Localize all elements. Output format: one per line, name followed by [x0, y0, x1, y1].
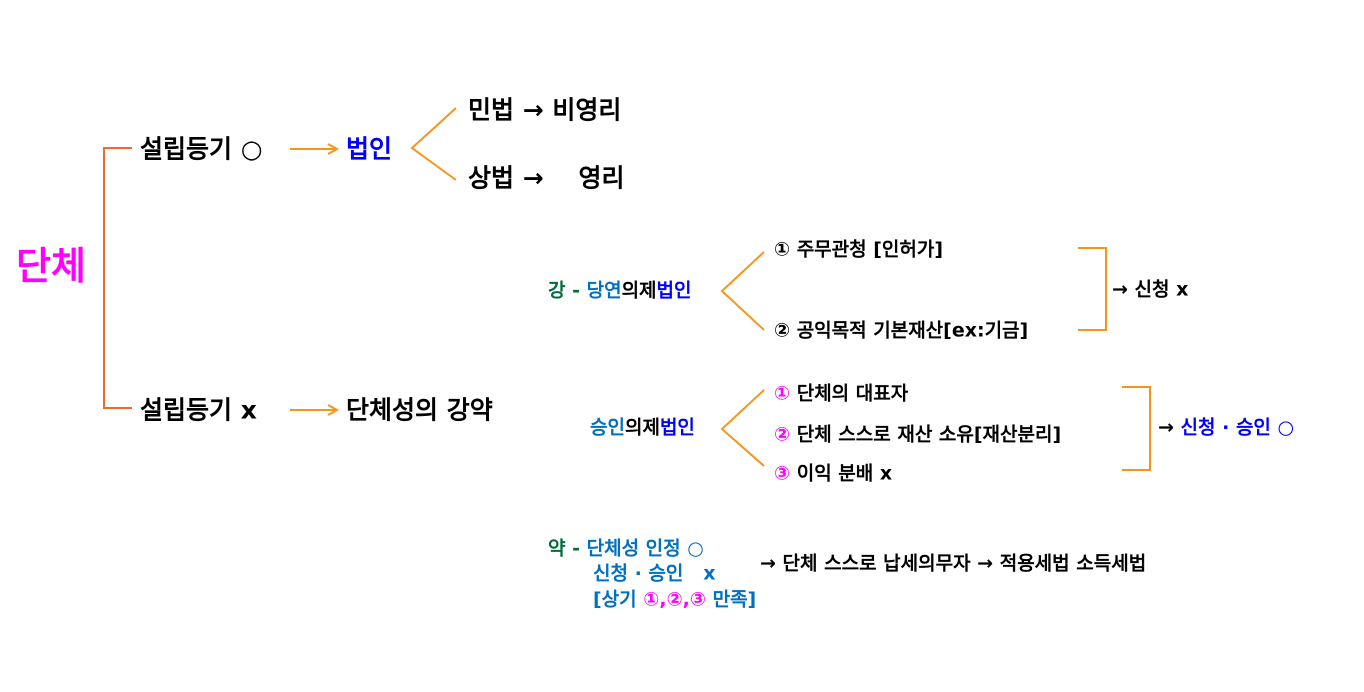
- strong-item-2: ② 공익목적 기본재산[ex:기금]: [774, 319, 1029, 342]
- item-text: 이익 분배 x: [790, 462, 893, 485]
- approval-item-2: ② 단체 스스로 재산 소유[재산분리]: [774, 423, 1062, 446]
- fork-law: [410, 107, 457, 181]
- unregistered-label: 설립등기 x: [140, 395, 257, 425]
- bracket-approval: [1122, 386, 1151, 471]
- strong-part2: 의제: [621, 279, 657, 302]
- strong-prefix: 강 -: [548, 279, 587, 302]
- strong-item-1: ① 주무관청 [인허가]: [774, 238, 944, 261]
- approval-item-3: ③ 이익 분배 x: [774, 462, 893, 485]
- strong-deemed-corp: 강 - 당연의제법인: [548, 279, 692, 302]
- arrow-head-1: [327, 143, 340, 155]
- item-text: 단체 스스로 재산 소유[재산분리]: [790, 423, 1062, 446]
- commercial-law-label: 상법 → 영리: [468, 163, 625, 193]
- arrow-text: →: [1158, 416, 1181, 439]
- weak-line3-a: [상기: [593, 588, 644, 611]
- approval-deemed-corp: 승인의제법인: [590, 416, 695, 439]
- item-text: 단체의 대표자: [790, 382, 909, 405]
- weak-line3-c: 만족]: [705, 588, 757, 611]
- approval-outcome: → 신청 · 승인 ○: [1158, 416, 1295, 439]
- bracket-strong: [1078, 247, 1107, 331]
- weak-line1-text: 단체성 인정 ○: [586, 537, 704, 560]
- civil-law-label: 민법 → 비영리: [468, 95, 622, 125]
- item-number: ①: [774, 382, 791, 405]
- weak-line-1: 약 - 단체성 인정 ○: [548, 537, 704, 560]
- approval-part2: 의제: [624, 416, 660, 439]
- fork-strong: [720, 251, 765, 331]
- arrow-head-2: [327, 404, 340, 416]
- group-strength-label: 단체성의 강약: [346, 395, 493, 425]
- weak-line-3: [상기 ①,②,③ 만족]: [593, 588, 757, 611]
- corporation-label: 법인: [346, 134, 393, 164]
- strong-part1: 당연: [586, 279, 622, 302]
- approval-part3: 법인: [659, 416, 695, 439]
- item-number: ②: [774, 423, 791, 446]
- weak-line-2: 신청 · 승인 x: [593, 562, 716, 585]
- root-label: 단체: [16, 244, 86, 288]
- strong-part3: 법인: [656, 279, 692, 302]
- root-bracket: [103, 147, 132, 409]
- item-number: ③: [774, 462, 791, 485]
- weak-prefix: 약 -: [548, 537, 587, 560]
- strong-outcome: → 신청 x: [1112, 278, 1189, 301]
- fork-approval: [720, 389, 765, 467]
- weak-line3-numbers: ①,②,③: [643, 588, 706, 611]
- approval-item-1: ① 단체의 대표자: [774, 382, 909, 405]
- approval-outcome-text: 신청 · 승인 ○: [1180, 416, 1295, 439]
- weak-outcome: → 단체 스스로 납세의무자 → 적용세법 소득세법: [760, 552, 1147, 575]
- approval-part1: 승인: [590, 416, 625, 439]
- registered-label: 설립등기 ○: [140, 134, 263, 164]
